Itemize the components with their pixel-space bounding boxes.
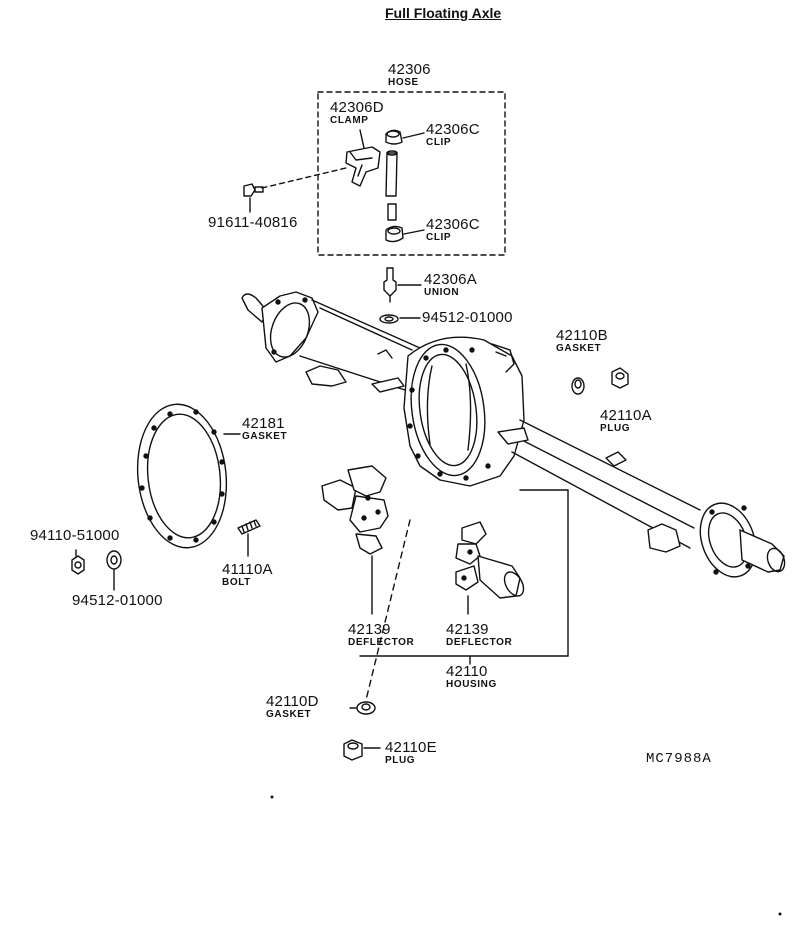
clamp-number: 42306D [330, 99, 384, 116]
deflector-left-number: 42139 [348, 621, 391, 638]
clamp-part [345, 129, 381, 187]
clamp-bolt-number: 91611-40816 [208, 214, 298, 231]
gasket-42110d-name: GASKET [266, 709, 312, 720]
plug-42110e-name: PLUG [385, 755, 416, 766]
nut-94110-number: 94110-51000 [30, 527, 120, 544]
nut-94110-part [71, 549, 85, 575]
clamp-bolt-leader [261, 167, 347, 189]
clip-top-name: CLIP [426, 137, 452, 148]
gasket-42181-name: GASKET [242, 431, 288, 442]
clamp-name: CLAMP [330, 115, 369, 126]
washer-94512-part [106, 550, 122, 591]
deflector-right-number: 42139 [446, 621, 489, 638]
union-part [383, 267, 422, 303]
clamp-bolt-part [243, 183, 264, 213]
deflector-right-name: DEFLECTOR [446, 637, 513, 648]
clip-top-number: 42306C [426, 121, 480, 138]
drain-leader [365, 519, 411, 701]
gasket-42110b-name: GASKET [556, 343, 602, 354]
bolt-41110a-number: 41110A [222, 561, 273, 578]
gasket-42181-part [136, 403, 241, 549]
clip-top-part [385, 129, 425, 145]
union-number: 42306A [424, 271, 477, 288]
bolt-41110a-part [237, 519, 261, 557]
plug-42110a-part [611, 367, 629, 389]
plug-42110e-part [343, 739, 381, 761]
illustration-code: MC7988A [646, 751, 712, 767]
gasket-42110b-number: 42110B [556, 327, 608, 344]
plug-42110a-name: PLUG [600, 423, 631, 434]
diagram-title: Full Floating Axle [385, 5, 502, 21]
housing-number: 42110 [446, 663, 488, 680]
union-washer-part [379, 314, 421, 324]
union-name: UNION [424, 287, 460, 298]
deflector-left-part [321, 465, 389, 615]
hose-name: HOSE [388, 77, 419, 88]
plug-42110a-number: 42110A [600, 407, 652, 424]
deflector-left-name: DEFLECTOR [348, 637, 415, 648]
housing-name: HOUSING [446, 679, 497, 690]
gasket-42181-number: 42181 [242, 415, 285, 432]
clip-bottom-number: 42306C [426, 216, 480, 233]
hose-tube-part [385, 150, 398, 221]
clip-bottom-name: CLIP [426, 232, 452, 243]
gasket-42110b-part [571, 377, 585, 395]
axle-housing-part [241, 291, 786, 578]
plug-42110e-number: 42110E [385, 739, 437, 756]
union-washer-number: 94512-01000 [422, 309, 513, 326]
gasket-42110d-part [349, 701, 376, 715]
washer-94512-number: 94512-01000 [72, 592, 163, 609]
gasket-42110d-number: 42110D [266, 693, 319, 710]
deflector-right-part [455, 521, 525, 615]
bolt-41110a-name: BOLT [222, 577, 251, 588]
housing-leader [359, 489, 569, 665]
clip-bottom-part [385, 225, 425, 243]
hose-number: 42306 [388, 61, 431, 78]
